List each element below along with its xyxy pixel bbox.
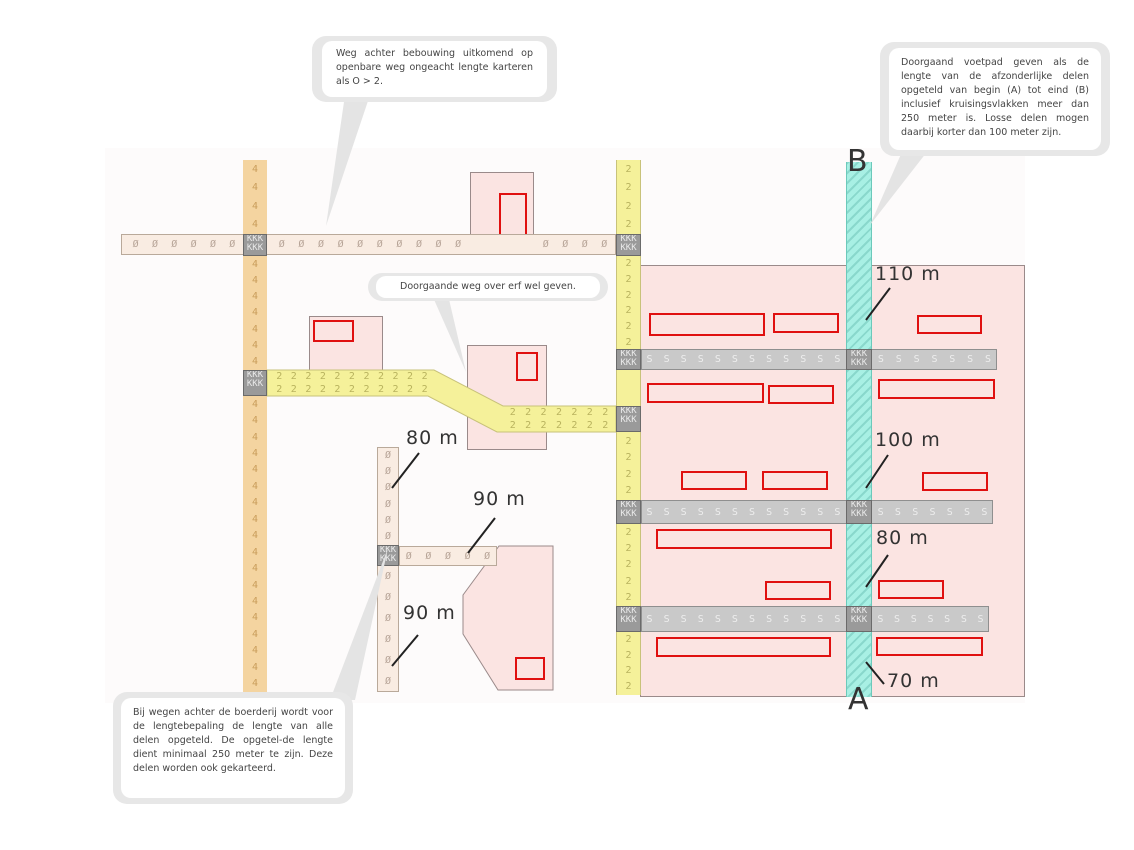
endpoint-a: A xyxy=(848,682,869,717)
measure-90-top: 90 m xyxy=(473,488,526,510)
building xyxy=(922,472,988,491)
building xyxy=(762,471,828,490)
road-s xyxy=(641,349,997,370)
road-o-farm-vertical xyxy=(377,447,399,692)
measure-100: 100 m xyxy=(875,429,941,451)
building xyxy=(878,580,944,599)
building xyxy=(656,529,832,549)
measure-80-left: 80 m xyxy=(406,427,459,449)
endpoint-b: B xyxy=(847,144,868,179)
measure-90-bottom: 90 m xyxy=(403,602,456,624)
callout-top-middle: Weg achter bebouwing uitkomend op openba… xyxy=(322,41,547,97)
building xyxy=(515,657,545,680)
callout-bottom-left: Bij wegen achter de boerderij wordt voor… xyxy=(121,698,345,798)
building xyxy=(878,379,995,399)
road-s xyxy=(641,500,993,524)
road-o-farm-horizontal xyxy=(399,546,497,566)
building xyxy=(773,313,839,333)
building xyxy=(647,383,764,403)
building xyxy=(656,637,831,657)
measure-70: 70 m xyxy=(887,670,940,692)
building xyxy=(681,471,747,490)
measure-110: 110 m xyxy=(875,263,941,285)
callout-top-right: Doorgaand voetpad geven als de lengte va… xyxy=(889,48,1101,150)
callout-middle: Doorgaande weg over erf wel geven. xyxy=(376,276,600,298)
building xyxy=(765,581,831,600)
road-s xyxy=(641,606,989,632)
building xyxy=(917,315,982,334)
building xyxy=(516,352,538,381)
building xyxy=(313,320,354,342)
building xyxy=(876,637,983,656)
building xyxy=(768,385,834,404)
building xyxy=(649,313,765,336)
measure-80-right: 80 m xyxy=(876,527,929,549)
